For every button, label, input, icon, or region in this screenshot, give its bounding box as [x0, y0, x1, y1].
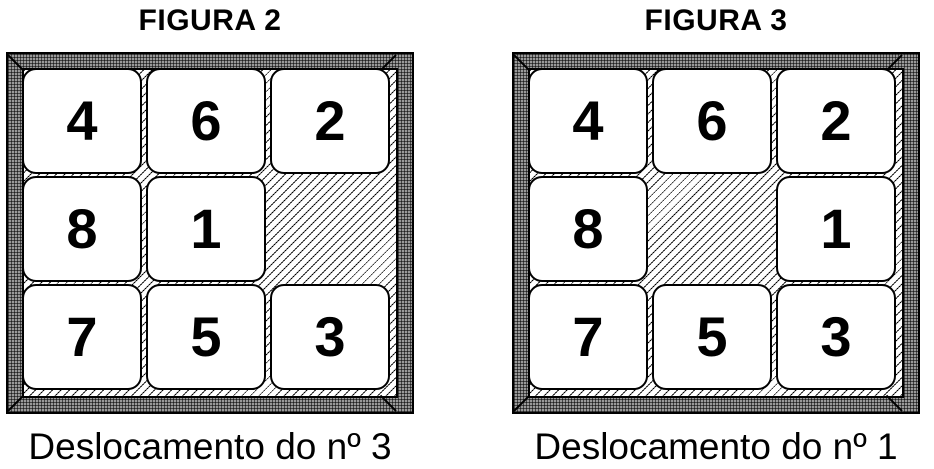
puzzle-tile[interactable]: 1 [776, 176, 896, 282]
puzzle-tile[interactable]: 8 [528, 176, 648, 282]
puzzle-tile[interactable]: 3 [776, 284, 896, 390]
puzzle-tile[interactable]: 6 [146, 68, 266, 174]
puzzle-tile[interactable]: 5 [652, 284, 772, 390]
board-corner [513, 394, 531, 412]
puzzle-tile[interactable]: 8 [22, 176, 142, 282]
puzzle-tile[interactable]: 4 [22, 68, 142, 174]
figure-caption: Deslocamento do nº 1 [534, 426, 898, 467]
puzzle-tile[interactable]: 2 [270, 68, 390, 174]
puzzle-tile[interactable]: 4 [528, 68, 648, 174]
board-corner [7, 54, 25, 72]
puzzle-tile[interactable]: 1 [146, 176, 266, 282]
puzzle-tile[interactable]: 3 [270, 284, 390, 390]
figure-title: FIGURA 2 [138, 4, 282, 37]
figure-title: FIGURA 3 [644, 4, 788, 37]
figure-caption: Deslocamento do nº 3 [28, 426, 392, 467]
puzzle-tile[interactable]: 7 [22, 284, 142, 390]
puzzle-tile[interactable]: 6 [652, 68, 772, 174]
puzzle-tile[interactable]: 2 [776, 68, 896, 174]
board-corner [7, 394, 25, 412]
puzzle-tile[interactable]: 7 [528, 284, 648, 390]
board-corner [513, 54, 531, 72]
puzzle-tile[interactable]: 5 [146, 284, 266, 390]
